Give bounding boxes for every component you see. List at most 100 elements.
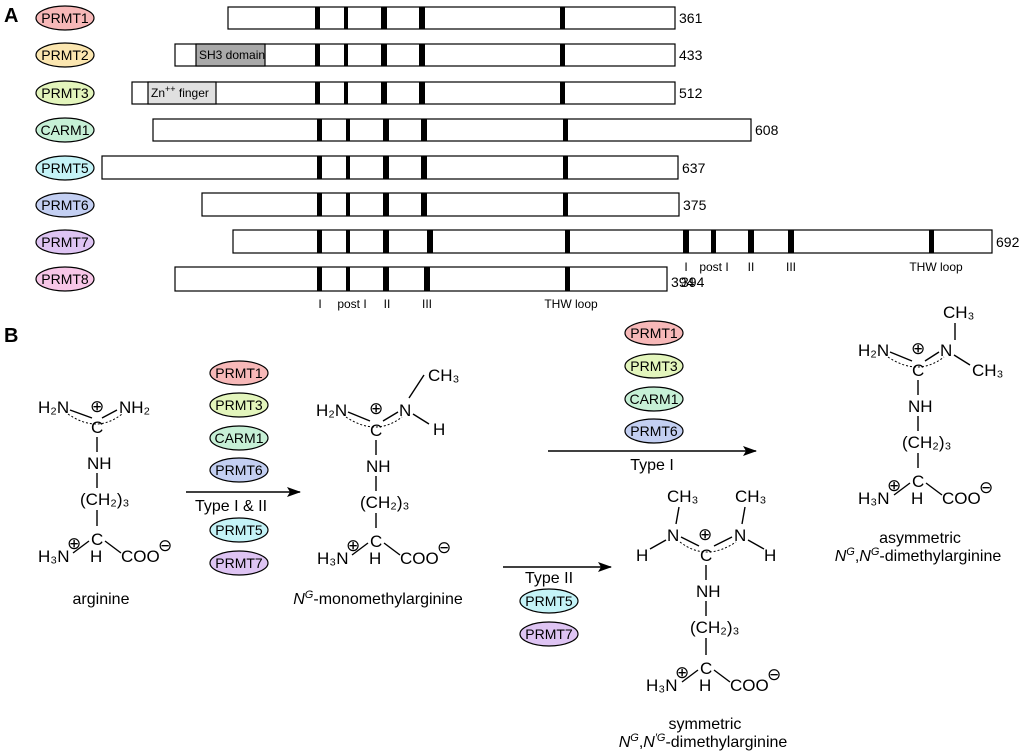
motif-i-band [315, 44, 320, 66]
enzyme-pill-label: PRMT5 [215, 522, 263, 538]
motif-ii-band [383, 193, 389, 216]
enzyme-pill [519, 588, 579, 614]
bond [382, 411, 399, 422]
motif-post-i-band [344, 44, 348, 66]
motif-post-i-band-second [711, 230, 716, 253]
chem-ch2: (CH₂)₃ [80, 490, 129, 509]
chem-ch3: CH₃ [972, 361, 1003, 380]
bond [741, 506, 746, 525]
bond [347, 411, 371, 422]
chem-plus: ⊕ [675, 663, 689, 682]
motif-ii-band [383, 119, 389, 141]
chem-h: H [369, 549, 381, 568]
chem-plus: ⊕ [90, 397, 104, 416]
enzyme-pill-label: PRMT6 [41, 197, 89, 213]
chem-c: C [370, 532, 382, 551]
protein-bar [131, 81, 676, 105]
motif-label-iii-second: III [786, 260, 796, 274]
enzyme-pill-label: PRMT3 [215, 397, 263, 413]
protein-length: 375 [683, 197, 707, 213]
enzyme-pill [624, 320, 684, 346]
enzyme-pill-label: PRMT3 [41, 85, 89, 101]
motif-thw-band [560, 7, 565, 29]
enzyme-pill [35, 229, 95, 255]
enzyme-pill-label: CARM1 [629, 391, 678, 407]
motif-thw-band [563, 193, 568, 216]
motif-i-band [315, 7, 320, 29]
chem-plus: ⊕ [887, 476, 901, 495]
enzyme-pill [209, 392, 269, 418]
bond [408, 374, 425, 399]
chem-h: H [433, 420, 445, 439]
enzyme-pill-label: PRMT3 [630, 358, 678, 374]
chem-minus: ⊖ [158, 536, 172, 555]
enzyme-pill [209, 457, 269, 483]
chem-c: C [91, 530, 103, 549]
enzyme-pill-label: PRMT7 [41, 234, 89, 250]
name-asymmetric-line1: asymmetric [879, 530, 961, 547]
name-monomethylarginine: NG-monomethylarginine [293, 589, 463, 608]
chem-coo: COO [400, 549, 439, 568]
chem-c: C [370, 421, 382, 440]
chem-c: C [700, 546, 712, 565]
chem-h3n: H₃N [317, 549, 348, 568]
protein-length: 361 [679, 10, 703, 26]
enzyme-pill-label: PRMT6 [630, 423, 678, 439]
motif-i-band [317, 267, 322, 291]
protein-bar [152, 118, 752, 142]
motif-thw-band [563, 156, 568, 179]
motif-ii-band-second [748, 230, 754, 253]
motif-ii-band [383, 230, 389, 253]
enzyme-pill [209, 360, 269, 386]
protein-bar [227, 6, 676, 30]
enzyme-pill [209, 517, 269, 543]
enzyme-pill [35, 192, 95, 218]
motif-iii-band [419, 7, 425, 29]
chem-ch3: CH₃ [735, 487, 766, 506]
protein-length: 512 [679, 85, 703, 101]
arrow-label-type-i-ii: Type I & II [195, 498, 267, 515]
motif-i-band [317, 230, 322, 253]
motif-label-thw: THW loop [544, 297, 598, 311]
motif-post-i-band [346, 230, 350, 253]
motif-label-post-i-second: post I [699, 260, 728, 274]
protein-length: 637 [682, 160, 706, 176]
enzyme-pill [35, 155, 95, 181]
arrow-label-type-i: Type I [630, 457, 674, 474]
enzyme-pill [35, 117, 95, 143]
protein-length: 692 [996, 234, 1020, 250]
bond [681, 669, 699, 683]
motif-post-i-band [346, 193, 350, 216]
chem-c: C [912, 472, 924, 491]
bond [925, 482, 943, 496]
chem-minus: ⊖ [767, 665, 781, 684]
motif-iii-band [427, 230, 433, 253]
enzyme-pill [35, 266, 95, 292]
enzyme-pill-label: PRMT7 [525, 626, 573, 642]
bond [675, 506, 680, 525]
chem-nh: NH [696, 582, 721, 601]
chem-minus: ⊖ [437, 538, 451, 557]
chem-nh: NH [908, 397, 933, 416]
chem-n: N [940, 341, 952, 360]
enzyme-pill-label: PRMT5 [525, 593, 573, 609]
enzyme-pill-label: PRMT1 [41, 10, 89, 26]
bond [893, 482, 911, 496]
motif-label-post-i: post I [337, 297, 366, 311]
chem-h2n: H₂N [38, 398, 69, 417]
chem-h3n: H₃N [646, 676, 677, 695]
chem-nh: NH [87, 454, 112, 473]
enzyme-stack-type-i: PRMT1 PRMT3 CARM1 PRMT6 Type I [548, 320, 757, 474]
chem-h: H [636, 546, 648, 565]
sh3-domain-box [195, 43, 266, 67]
chem-coo: COO [942, 489, 981, 508]
enzyme-pill-label: PRMT5 [41, 160, 89, 176]
bond [104, 540, 122, 554]
resonance-arc [679, 541, 737, 553]
asymmetric-dimethylarginine-structure: CH₃ H₂N ⊕ N CH₃ C NH (CH₂)₃ C H H₃N ⊕ CO… [835, 303, 1004, 565]
bond [924, 351, 940, 362]
motif-thw-band-second [929, 230, 934, 253]
protein-row-prmt1: PRMT1 361 [35, 5, 703, 31]
motif-ii-band [381, 7, 387, 29]
bond [889, 351, 913, 362]
